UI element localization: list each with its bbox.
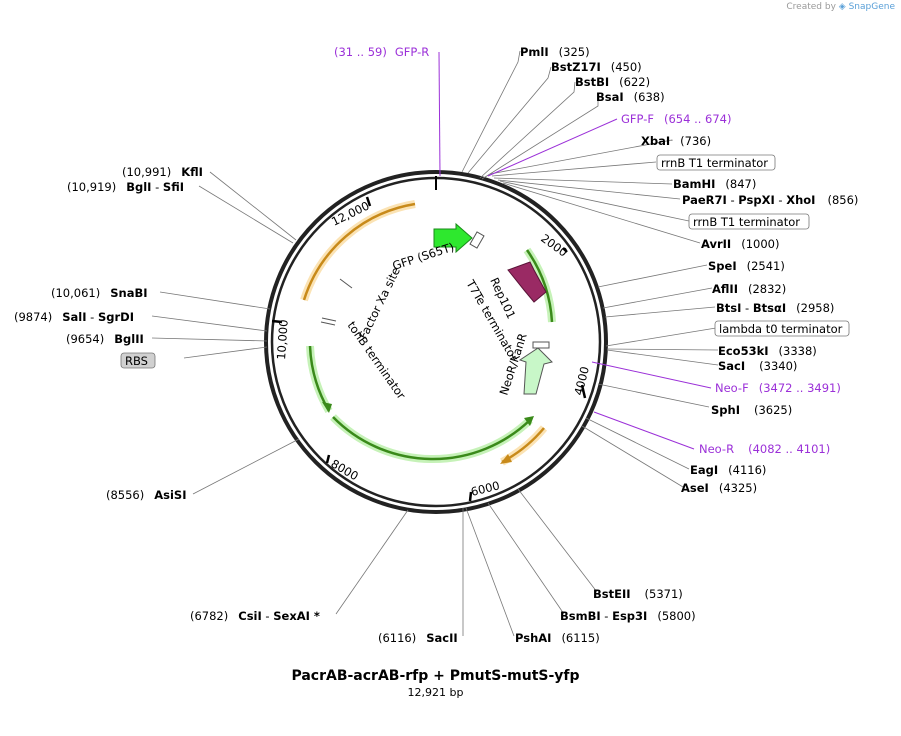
label-bsteii: BstEII(5371) — [593, 587, 683, 601]
rrnb1-label-box — [656, 154, 776, 171]
label-sacii: (6116)SacII — [378, 631, 458, 645]
label-rrnb2: rrnB T1 terminator — [693, 215, 800, 229]
label-paer7i: PaeR7I - PspXI - XhoI(856) — [682, 193, 858, 207]
snapgene-watermark: Created by ◈ SnapGene — [786, 2, 895, 12]
label-kfli: (10,991)KflI — [122, 165, 203, 179]
label-bamhi: BamHI(847) — [673, 177, 756, 191]
label-avrii: AvrII(1000) — [701, 237, 779, 251]
label-bsai: BsaI(638) — [596, 90, 665, 104]
label-snabi: (10,061)SnaBI — [51, 286, 148, 300]
label-neo-r: Neo-R(4082 .. 4101) — [699, 442, 830, 456]
label-gfp-r: (31 .. 59)GFP-R — [334, 45, 429, 59]
tick-8000 — [325, 454, 331, 464]
rrnb-terminator-block — [469, 231, 485, 249]
label-sphi: SphI(3625) — [711, 403, 792, 417]
label-bgli: (10,919)BglI - SfiI — [67, 180, 184, 194]
tick-4000 — [580, 384, 587, 399]
label-spei: SpeI(2541) — [708, 259, 785, 273]
tick-label-2000: 2000 — [538, 231, 570, 260]
tick-2000 — [562, 247, 568, 253]
neor-feature-arrow — [518, 347, 553, 395]
feature-arc-green-bottom-arrowhead — [524, 416, 534, 426]
label-bstz17i: BstZ17I(450) — [551, 60, 642, 74]
watermark-brand: SnapGene — [848, 2, 895, 12]
label-bsmbi: BsmBI - Esp3I(5800) — [560, 609, 696, 623]
label-btsi: BtsI - BtsαI(2958) — [716, 301, 834, 315]
label-pshai: PshAI(6115) — [515, 631, 600, 645]
label-eagi: EagI(4116) — [690, 463, 766, 477]
label-gfp: GFP (S65T) — [391, 240, 456, 273]
label-tonb: tonB terminator — [345, 319, 409, 402]
gfp-feature-arrow — [433, 222, 473, 254]
label-asei: AseI(4325) — [681, 481, 757, 495]
backbone-outer-ring — [264, 170, 608, 514]
tick-label-6000: 6000 — [469, 478, 501, 499]
leader-lines — [151, 50, 719, 637]
lambda-terminator-block — [532, 341, 550, 349]
label-xbai: XbaI(736) — [641, 134, 711, 148]
label-rrnb1: rrnB T1 terminator — [661, 156, 768, 170]
plasmid-name: PacrAB-acrAB-rfp + PmutS-mutS-yfp — [291, 668, 580, 684]
label-neo-f: Neo-F(3472 .. 3491) — [715, 381, 841, 395]
watermark-prefix: Created by — [786, 2, 836, 12]
label-eco53ki: Eco53kI(3338) — [718, 344, 817, 358]
label-gfp-f: GFP-F(654 .. 674) — [621, 112, 731, 126]
tonb-terminator-block-2 — [320, 321, 336, 326]
label-rbs: RBS — [125, 354, 148, 368]
feature-arc-green-bottom — [330, 414, 533, 464]
feature-arc-orange-left-line — [302, 202, 416, 301]
feature-arc-green-bottom-line — [332, 416, 531, 461]
feature-arc-orange-arrowhead — [500, 454, 512, 464]
feature-arc-green-left — [306, 345, 333, 414]
rrnb2-label-box — [688, 213, 810, 230]
tick-12000 — [365, 196, 372, 207]
lambda-label-box — [714, 320, 850, 337]
feature-arc-green-right-line — [525, 249, 554, 323]
label-bstbi: BstBI(622) — [575, 75, 650, 89]
label-saci: SacI(3340) — [718, 359, 797, 373]
label-asisi: (8556)AsiSI — [106, 488, 187, 502]
rep101-feature-arrow — [507, 261, 547, 303]
tick-label-10000: 10,000 — [274, 319, 291, 360]
label-csii: (6782)CsiI - SexAI * — [190, 609, 320, 623]
tick-label-4000: 4000 — [571, 365, 592, 397]
rbs-label-box — [120, 352, 156, 369]
label-pmli: PmlI(325) — [520, 45, 590, 59]
plasmid-length: 12,921 bp — [407, 686, 464, 699]
label-aflii: AflII(2832) — [712, 282, 786, 296]
snapgene-logo-icon: ◈ — [838, 2, 846, 12]
tonb-terminator-block — [321, 317, 337, 322]
factor-xa-line — [339, 278, 353, 289]
tick-10000 — [271, 319, 283, 324]
label-lambda: lambda t0 terminator — [719, 322, 843, 336]
label-bglii: (9654)BglII — [66, 332, 144, 346]
tick-6000 — [468, 491, 473, 502]
feature-arc-green-left-arrowhead — [322, 402, 332, 413]
label-sali: (9874)SalI - SgrDI — [14, 310, 134, 324]
primer-lines — [438, 51, 712, 450]
